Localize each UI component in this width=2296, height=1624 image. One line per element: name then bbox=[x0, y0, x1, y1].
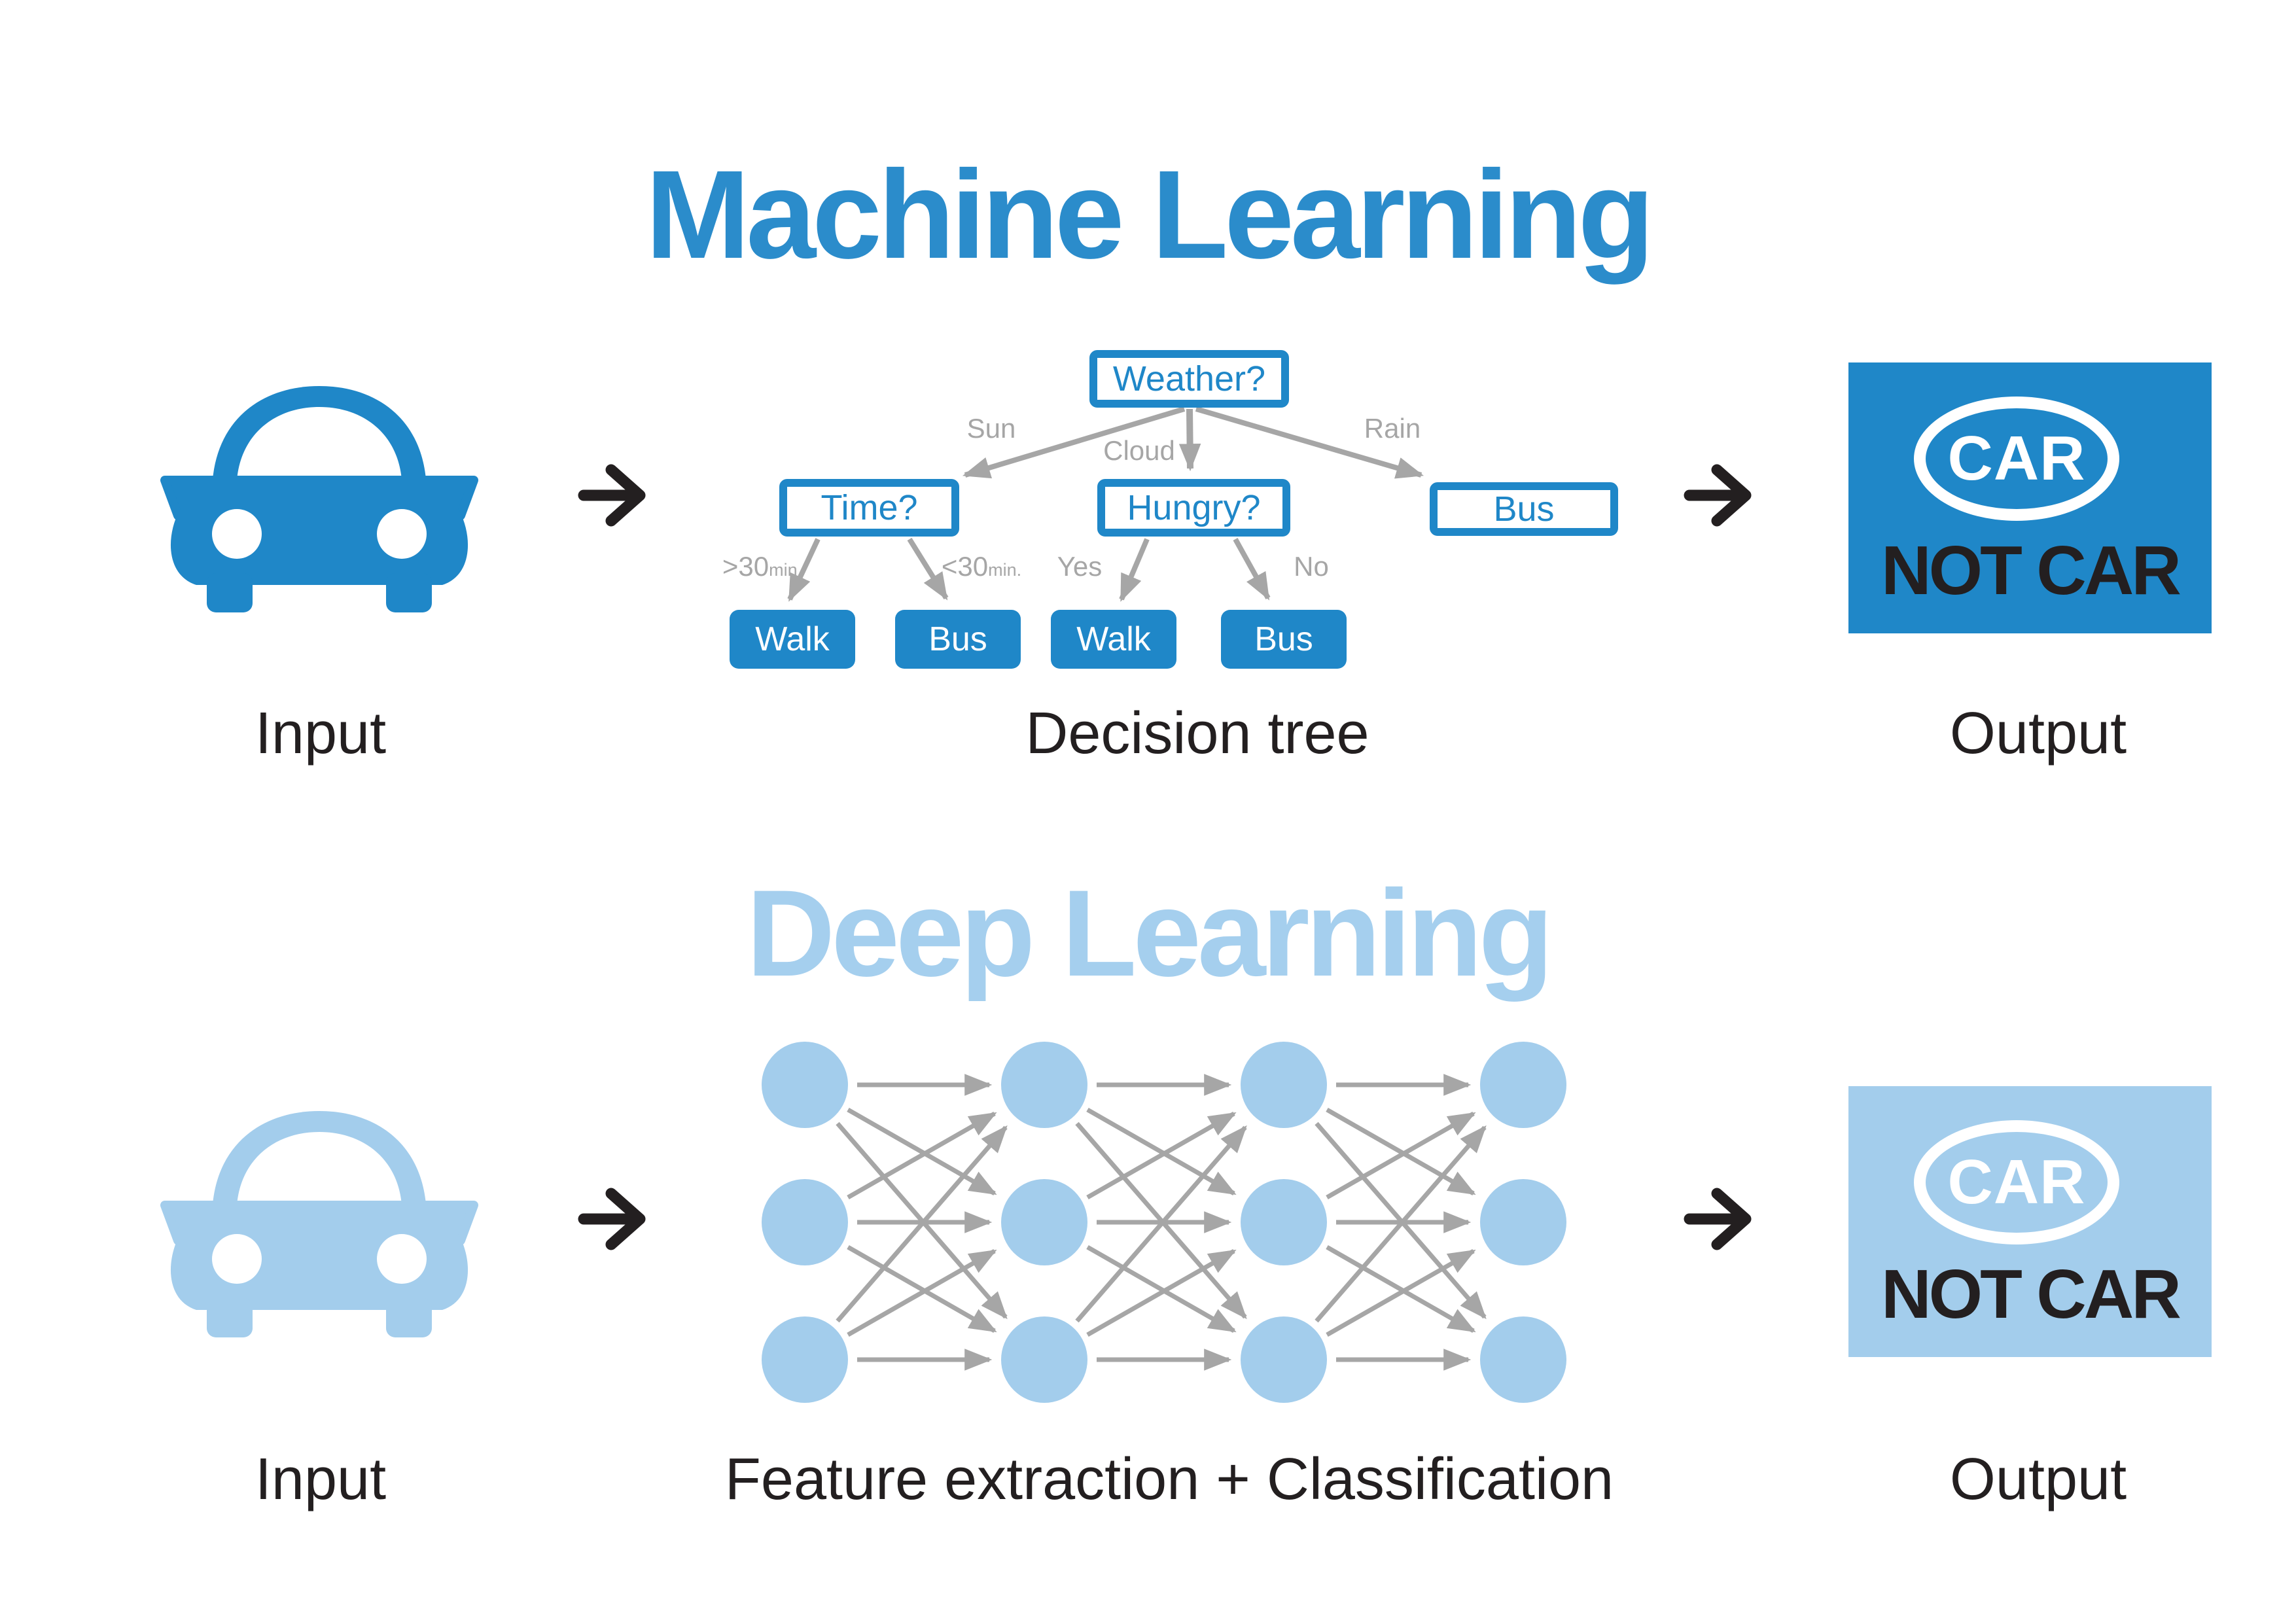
branch-label-no-text: No bbox=[1294, 551, 1329, 582]
dl-title: Deep Learning bbox=[746, 864, 1554, 1002]
output-box-ml: CAR NOT CAR bbox=[1848, 362, 2212, 633]
tree-node-weather-label: Weather? bbox=[1112, 359, 1266, 398]
tree-node-time: Time? bbox=[779, 479, 959, 537]
tree-node-bus-branch-label: Bus bbox=[1493, 489, 1555, 529]
dl-output-label: Output bbox=[1949, 1447, 2127, 1512]
nn-node bbox=[1480, 1042, 1566, 1128]
branch-label-no: No bbox=[1294, 553, 1329, 580]
nn-node bbox=[1001, 1316, 1087, 1403]
nn-node bbox=[1480, 1316, 1566, 1403]
edge-weather-bus bbox=[1195, 406, 1424, 479]
car-badge-oval: CAR bbox=[1914, 1120, 2119, 1244]
branch-label-cloud: Cloud bbox=[1103, 437, 1175, 465]
branch-label-yes-text: Yes bbox=[1057, 551, 1103, 582]
ml-output-label: Output bbox=[1949, 701, 2127, 766]
tree-leaf-label: Bus bbox=[928, 620, 987, 658]
branch-label-lt30-main: <30 bbox=[941, 551, 989, 582]
tree-node-hungry: Hungry? bbox=[1097, 479, 1290, 537]
nn-node bbox=[762, 1179, 848, 1265]
ml-diagram-label: Decision tree bbox=[1025, 701, 1369, 766]
tree-node-bus-branch: Bus bbox=[1430, 482, 1618, 536]
edge-hungry-walk bbox=[1119, 538, 1150, 602]
arrow-right-icon bbox=[1684, 1188, 1752, 1250]
not-car-label: NOT CAR bbox=[1881, 1256, 2181, 1333]
nn-node bbox=[762, 1042, 848, 1128]
car-badge-label: CAR bbox=[1947, 423, 2086, 493]
branch-label-cloud-text: Cloud bbox=[1103, 435, 1175, 466]
tree-leaf-walk-2: Walk bbox=[1051, 610, 1176, 669]
branch-label-rain: Rain bbox=[1364, 415, 1421, 442]
arrow-right-icon bbox=[578, 1188, 646, 1250]
branch-label-sun: Sun bbox=[967, 415, 1016, 442]
edge-hungry-bus bbox=[1233, 538, 1271, 601]
nn-node bbox=[1241, 1179, 1327, 1265]
branch-label-lt30-sub: min. bbox=[988, 560, 1022, 580]
tree-leaf-label: Bus bbox=[1254, 620, 1313, 658]
tree-leaf-walk-1: Walk bbox=[730, 610, 855, 669]
nn-node bbox=[1001, 1179, 1087, 1265]
nn-node bbox=[1241, 1042, 1327, 1128]
nn-edges bbox=[836, 1074, 1485, 1371]
ml-input-label: Input bbox=[255, 701, 387, 766]
arrow-right-icon bbox=[578, 464, 646, 527]
car-icon-dl-input bbox=[156, 1107, 483, 1337]
branch-label-rain-text: Rain bbox=[1364, 413, 1421, 444]
car-badge-oval: CAR bbox=[1914, 397, 2119, 521]
car-icon-ml-input bbox=[156, 382, 483, 612]
nn-nodes bbox=[762, 1042, 1566, 1403]
edge-weather-time bbox=[962, 406, 1186, 479]
tree-leaf-bus-1: Bus bbox=[895, 610, 1021, 669]
branch-label-gt30-main: >30 bbox=[722, 551, 769, 582]
edge-time-bus bbox=[907, 537, 949, 601]
branch-label-yes: Yes bbox=[1057, 553, 1103, 580]
tree-node-weather: Weather? bbox=[1089, 350, 1289, 408]
branch-label-lt30min: <30min. bbox=[942, 553, 1021, 580]
tree-leaf-label: Walk bbox=[755, 620, 830, 658]
dl-input-label: Input bbox=[255, 1447, 387, 1512]
arrow-right-icon bbox=[1684, 464, 1752, 527]
branch-label-gt30min: >30min. bbox=[722, 553, 802, 580]
nn-node bbox=[1480, 1179, 1566, 1265]
tree-leaf-bus-2: Bus bbox=[1221, 610, 1347, 669]
nn-node bbox=[1241, 1316, 1327, 1403]
ml-title: Machine Learning bbox=[645, 144, 1654, 285]
tree-leaf-label: Walk bbox=[1076, 620, 1151, 658]
decision-tree-edges bbox=[787, 406, 1424, 602]
branch-label-gt30-sub: min. bbox=[769, 560, 803, 580]
car-badge-label: CAR bbox=[1947, 1147, 2086, 1217]
edge-time-walk bbox=[787, 538, 821, 602]
nn-node bbox=[1001, 1042, 1087, 1128]
dl-diagram-label: Feature extraction + Classification bbox=[724, 1447, 1614, 1512]
output-box-dl: CAR NOT CAR bbox=[1848, 1086, 2212, 1357]
tree-node-time-label: Time? bbox=[821, 488, 918, 527]
not-car-label: NOT CAR bbox=[1881, 532, 2181, 609]
tree-node-hungry-label: Hungry? bbox=[1127, 488, 1261, 527]
branch-label-sun-text: Sun bbox=[966, 413, 1016, 444]
nn-node bbox=[762, 1316, 848, 1403]
